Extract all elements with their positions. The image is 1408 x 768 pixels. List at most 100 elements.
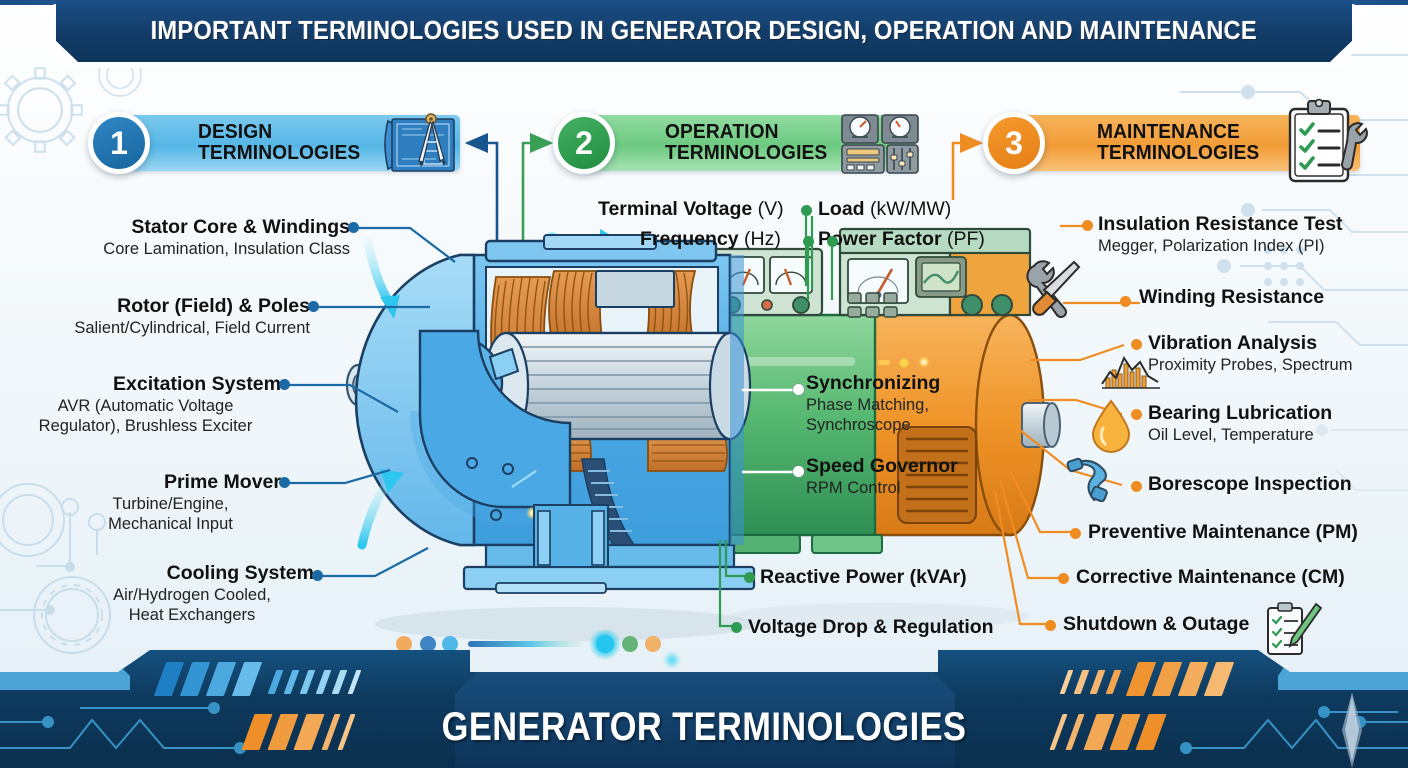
maintenance-insulation-sub: Megger, Polarization Index (PI) [1098, 237, 1325, 255]
maintenance-borescope-title: Borescope Inspection [1148, 473, 1352, 495]
design-label-rotor-sub: Salient/Cylindrical, Field Current [74, 319, 310, 337]
operation-synchronizing-title: Synchronizing [806, 372, 941, 394]
design-label-prime-mover-sub: Turbine/Engine, Mechanical Input [108, 495, 233, 533]
maintenance-label-winding: Winding Resistance [1139, 286, 1324, 309]
footer-slash-orange-2 [1151, 662, 1183, 696]
operation-label-synchronizing: Synchronizing Phase Matching, Synchrosco… [806, 372, 940, 435]
operation-power-factor-unit: (PF) [946, 228, 985, 250]
operation-label-speed-governor: Speed Governor RPM Control [806, 455, 958, 498]
maintenance-bearing-sub: Oil Level, Temperature [1148, 426, 1314, 444]
footer-slash-blue-thin-1 [267, 670, 284, 694]
operation-reactive-power-title: Reactive Power (kVAr) [760, 566, 967, 588]
maintenance-label-insulation: Insulation Resistance Test Megger, Polar… [1098, 213, 1343, 256]
borescope-icon [1066, 457, 1108, 502]
footer-bar: GENERATOR TERMINOLOGIES [0, 650, 1408, 768]
design-label-prime-mover: Prime Mover Turbine/Engine, Mechanical I… [60, 471, 281, 534]
design-label-excitation-sub: AVR (Automatic Voltage Regulator), Brush… [38, 397, 253, 435]
operation-terminal-voltage-title: Terminal Voltage [598, 198, 753, 220]
section-badge-1: 1 [88, 112, 150, 174]
footer-slash-orange-thin-4 [1105, 670, 1122, 694]
footer-title: GENERATOR TERMINOLOGIES [441, 705, 967, 749]
generator-blue-body [345, 234, 756, 594]
footer-slash-orange-thin-1 [1059, 670, 1074, 694]
oil-drop-icon [1091, 399, 1131, 453]
operation-speed-governor-title: Speed Governor [806, 455, 958, 477]
section-badge-2: 2 [553, 112, 615, 174]
footer-slash-blue-thin-4 [315, 670, 332, 694]
operation-load-unit: (kW/MW) [870, 198, 952, 220]
section-number-1: 1 [110, 124, 128, 161]
section-number-2: 2 [575, 124, 593, 161]
design-label-stator-sub: Core Lamination, Insulation Class [103, 240, 350, 258]
control-panel-gauges-icon [841, 114, 919, 174]
design-label-stator: Stator Core & Windings Core Lamination, … [40, 216, 350, 259]
maintenance-label-bearing: Bearing Lubrication Oil Level, Temperatu… [1148, 402, 1332, 445]
operation-label-reactive-power: Reactive Power (kVAr) [760, 566, 967, 589]
footer-slash-orange-4 [1203, 662, 1235, 696]
operation-dot-voltage-drop [731, 622, 742, 633]
footer-slash-blue-3 [205, 662, 237, 696]
spectrum-chart-icon [1101, 355, 1160, 389]
footer-slash-orange-thin-2 [1073, 670, 1090, 694]
maintenance-dot-borescope [1131, 481, 1142, 492]
section-title-operation: OPERATION TERMINOLOGIES [665, 121, 828, 164]
maintenance-label-vibration: Vibration Analysis Proximity Probes, Spe… [1148, 332, 1352, 375]
maintenance-dot-bearing [1131, 409, 1142, 420]
maintenance-shutdown-title: Shutdown & Outage [1063, 613, 1250, 635]
design-label-cooling-title: Cooling System [166, 562, 314, 584]
maintenance-dot-corrective [1058, 573, 1069, 584]
design-label-rotor: Rotor (Field) & Poles Salient/Cylindrica… [10, 295, 310, 338]
operation-power-factor-title: Power Factor [818, 228, 942, 250]
operation-synchronizing-sub: Phase Matching, Synchroscope [806, 396, 929, 434]
maintenance-dot-winding [1120, 296, 1131, 307]
maintenance-vibration-title: Vibration Analysis [1148, 332, 1318, 354]
section-header-maintenance[interactable]: MAINTENANCE TERMINOLOGIES [1015, 98, 1368, 183]
section-badge-3: 3 [983, 112, 1045, 174]
design-dot-rotor [308, 301, 319, 312]
maintenance-corrective-title: Corrective Maintenance (CM) [1076, 566, 1345, 588]
maintenance-insulation-title: Insulation Resistance Test [1098, 213, 1343, 235]
design-dot-prime-mover [279, 477, 290, 488]
clipboard-pen-icon [1267, 602, 1323, 655]
operation-label-frequency: Frequency (Hz) [640, 228, 781, 251]
design-label-cooling: Cooling System Air/Hydrogen Cooled, Heat… [70, 562, 314, 625]
maintenance-dot-preventive [1070, 528, 1081, 539]
operation-load-title: Load [818, 198, 865, 220]
title-bar: IMPORTANT TERMINOLOGIES USED IN GENERATO… [0, 0, 1408, 74]
operation-label-power-factor: Power Factor (PF) [818, 228, 985, 251]
design-dot-excitation [279, 379, 290, 390]
footer-slash-orange-3 [1177, 662, 1209, 696]
section-header-design[interactable]: DESIGN TERMINOLOGIES [120, 113, 460, 172]
design-dot-cooling [312, 570, 323, 581]
operation-voltage-drop-title: Voltage Drop & Regulation [748, 616, 994, 638]
design-label-prime-mover-title: Prime Mover [163, 471, 281, 493]
maintenance-label-borescope: Borescope Inspection [1148, 473, 1352, 496]
section-title-maintenance: MAINTENANCE TERMINOLOGIES [1097, 121, 1260, 164]
maintenance-dot-shutdown [1045, 620, 1056, 631]
footer-slash-blue-thin-5 [331, 670, 348, 694]
operation-label-terminal-voltage: Terminal Voltage (V) [598, 198, 784, 221]
footer-slash-blue-thin-3 [299, 670, 316, 694]
design-dot-stator [348, 222, 359, 233]
section-number-3: 3 [1005, 124, 1023, 161]
maintenance-label-preventive: Preventive Maintenance (PM) [1088, 521, 1358, 544]
operation-dot-power-factor [827, 236, 838, 247]
blueprint-compass-icon [384, 113, 455, 172]
maintenance-label-shutdown: Shutdown & Outage [1063, 613, 1249, 636]
design-label-stator-title: Stator Core & Windings [131, 216, 350, 238]
footer-slash-orange-thin-3 [1089, 670, 1106, 694]
operation-dot-terminal-voltage [801, 205, 812, 216]
maintenance-label-corrective: Corrective Maintenance (CM) [1076, 566, 1345, 589]
operation-label-voltage-drop: Voltage Drop & Regulation [748, 616, 994, 639]
operation-label-load: Load (kW/MW) [818, 198, 951, 221]
maintenance-bearing-title: Bearing Lubrication [1148, 402, 1333, 424]
design-label-cooling-sub: Air/Hydrogen Cooled, Heat Exchangers [113, 586, 271, 624]
operation-dot-speed-governor [793, 466, 804, 477]
design-label-excitation-title: Excitation System [113, 373, 281, 395]
generator-illustration [345, 227, 1061, 594]
section-title-design: DESIGN TERMINOLOGIES [198, 121, 361, 164]
decorative-dot-row [396, 630, 661, 660]
operation-dot-synchronizing [793, 384, 804, 395]
section-header-operation[interactable]: OPERATION TERMINOLOGIES [585, 114, 919, 174]
